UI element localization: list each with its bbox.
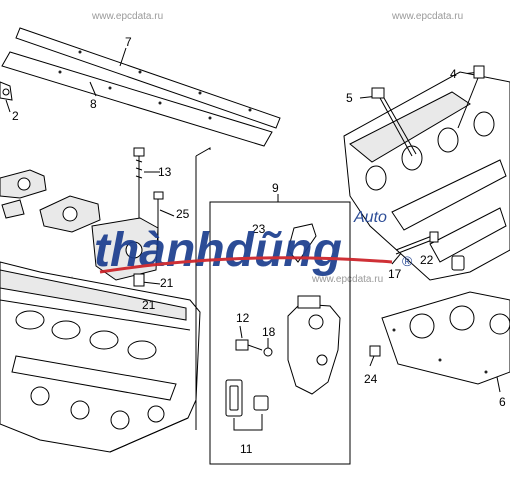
callout-12: 12: [236, 311, 250, 325]
callout-8: 8: [90, 97, 97, 111]
dowel-21-upper-part: [133, 273, 145, 287]
callout-4: 4: [450, 67, 457, 81]
watermark-top-right: www.epcdata.ru: [391, 11, 463, 22]
bracket-line-left: [195, 147, 211, 157]
cylinder-head-left: [0, 261, 201, 453]
bolt-12-part: [235, 325, 263, 351]
washer-18-part: [263, 338, 273, 357]
callout-7: 7: [125, 35, 132, 49]
callout-24: 24: [364, 372, 378, 386]
callout-18: 18: [262, 325, 276, 339]
callout-22: 22: [420, 253, 434, 267]
head-gasket-6-part: [381, 291, 510, 385]
callout-25: 25: [176, 207, 190, 221]
logo-registered-mark: ®: [402, 253, 413, 269]
callout-23: 23: [252, 222, 266, 236]
rocker-arm-assembly-left: [0, 169, 159, 281]
rocker-shaft-upper: [15, 27, 281, 129]
callout-6: 6: [499, 395, 506, 409]
callout-11: 11: [240, 442, 253, 456]
collar-22-part: [451, 255, 465, 271]
callout-21-upper: 21: [160, 276, 174, 290]
callout-17: 17: [388, 267, 402, 281]
bolt-4-part: [457, 65, 485, 129]
cylinder-head-right: [343, 71, 510, 281]
callout-21-lower: 21: [142, 298, 156, 312]
stud-17-part: [395, 231, 439, 255]
callout-13: 13: [158, 165, 172, 179]
watermark-top-left: www.epcdata.ru: [91, 11, 163, 22]
bolt-25-part: [153, 191, 164, 250]
subassembly-9-frame: [209, 194, 351, 465]
rocker-shaft-lower: [1, 51, 273, 147]
gasket-11-part: [225, 379, 269, 431]
brand-logo-watermark: thànhdũng Auto ®: [94, 209, 413, 277]
bolt-5-part: [371, 87, 417, 157]
callout-5: 5: [346, 91, 353, 105]
logo-swoosh-shape: [99, 256, 393, 274]
watermark-mid-right: www.epcdata.ru: [311, 274, 383, 285]
callout-9: 9: [272, 181, 279, 195]
logo-sub-text: Auto: [353, 209, 387, 226]
bolt-24-part: [369, 345, 381, 367]
callout-2: 2: [12, 109, 19, 123]
spool-valve-part: [287, 223, 341, 395]
bolt-2-part: [2, 88, 10, 96]
